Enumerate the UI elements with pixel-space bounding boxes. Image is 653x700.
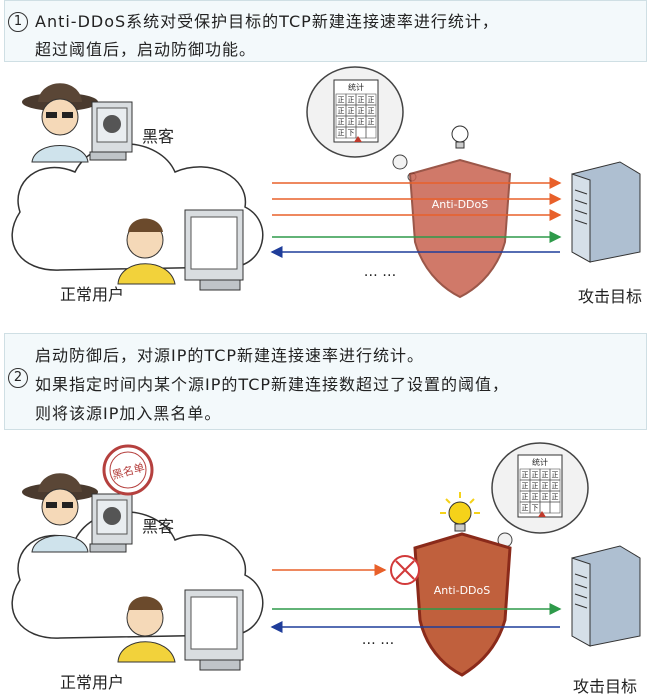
tally-mark: 正	[338, 107, 345, 115]
target-label: 攻击目标	[573, 677, 637, 696]
block-icon	[390, 555, 420, 585]
tally-mark: 正	[368, 118, 375, 126]
hacker-label: 黑客	[142, 517, 174, 536]
step2-text-line-1: 启动防御后，对源IP的TCP新建连接速率进行统计。	[35, 346, 425, 365]
tally-grid: 正正正正正正正正正正正正正下	[519, 468, 561, 517]
stats-bubble: 统计 正正正正正正正正正正正正正下	[490, 442, 589, 559]
tally-mark: 正	[542, 471, 549, 479]
step1-diagram: 黑客 正常用户 统计 正正正正正正正正正正正正正下 Anti-DDoS … …	[11, 66, 642, 306]
tally-mark: 正	[552, 482, 559, 490]
step1-number: 1	[8, 12, 28, 32]
step1-panel: 1 Anti-DDoS系统对受保护目标的TCP新建连接速率进行统计， 超过阈值后…	[4, 0, 647, 62]
tally-mark: 正	[522, 504, 529, 512]
hacker-label: 黑客	[142, 127, 174, 146]
tally-mark: 正	[358, 96, 365, 104]
target-server	[571, 161, 641, 263]
normal-user-figure	[117, 596, 176, 663]
tally-mark: 正	[542, 482, 549, 490]
shield-icon	[413, 532, 512, 677]
tally-mark: 正	[348, 118, 355, 126]
tally-mark: 正	[542, 493, 549, 501]
normal-user-computer	[184, 589, 244, 671]
svg-text:统计: 统计	[348, 82, 364, 92]
step2-diagram: 黑名单 黑客 正常用户 统计 正正正正正正正正正正正正正下 Anti-DDoS	[11, 442, 641, 696]
lightbulb-icon	[451, 125, 469, 149]
tally-mark: 正	[348, 96, 355, 104]
ellipsis: … …	[362, 632, 394, 648]
step2-number: 2	[8, 368, 28, 388]
hacker-computer	[89, 493, 133, 553]
hacker-figure	[22, 473, 98, 553]
tally-grid: 正正正正正正正正正正正正正下	[335, 93, 377, 142]
tally-mark: 正	[532, 482, 539, 490]
step1-text-line-2: 超过阈值后，启动防御功能。	[35, 40, 257, 59]
tally-mark: 正	[532, 493, 539, 501]
shield-icon	[408, 158, 512, 299]
tally-mark: 正	[338, 129, 345, 137]
tally-mark: 正	[338, 96, 345, 104]
tally-mark: 正	[358, 107, 365, 115]
hacker-figure	[22, 83, 98, 163]
tally-mark: 正	[368, 96, 375, 104]
normal-user-label: 正常用户	[60, 673, 124, 692]
shield-label: Anti-DDoS	[434, 584, 491, 597]
tally-mark: 正	[358, 118, 365, 126]
threshold-marker	[354, 136, 362, 142]
tally-mark: 正	[348, 107, 355, 115]
tally-mark: 正	[522, 482, 529, 490]
tally-cell	[365, 126, 377, 139]
step2-text-line-3: 则将该源IP加入黑名单。	[35, 404, 222, 423]
step2-panel: 2 启动防御后，对源IP的TCP新建连接速率进行统计。 如果指定时间内某个源IP…	[4, 333, 647, 430]
tally-mark: 正	[522, 471, 529, 479]
tally-mark: 正	[552, 471, 559, 479]
threshold-marker	[538, 511, 546, 517]
tally-cell	[549, 501, 561, 514]
tally-mark: 正	[532, 471, 539, 479]
normal-user-computer	[184, 209, 244, 291]
target-label: 攻击目标	[578, 287, 642, 306]
hacker-computer	[89, 101, 133, 161]
tally-mark: 正	[552, 493, 559, 501]
tally-mark: 正	[338, 118, 345, 126]
tally-mark: 正	[368, 107, 375, 115]
tally-mark: 下	[532, 504, 539, 512]
blacklist-stamp: 黑名单	[102, 444, 154, 496]
tally-mark: 正	[522, 493, 529, 501]
stats-bubble: 统计 正正正正正正正正正正正正正下	[306, 66, 417, 182]
target-server	[571, 545, 641, 647]
step2-text-line-2: 如果指定时间内某个源IP的TCP新建连接数超过了设置的阈值，	[35, 375, 510, 394]
attack-traffic-arrows	[272, 177, 562, 221]
normal-user-label: 正常用户	[60, 285, 124, 304]
tally-mark: 下	[348, 129, 355, 137]
step1-text-line-1: Anti-DDoS系统对受保护目标的TCP新建连接速率进行统计，	[35, 12, 499, 31]
ellipsis: … …	[364, 264, 396, 280]
normal-user-figure	[117, 218, 176, 285]
lightbulb-icon	[440, 492, 480, 532]
svg-text:统计: 统计	[532, 457, 548, 467]
shield-label: Anti-DDoS	[432, 198, 489, 211]
